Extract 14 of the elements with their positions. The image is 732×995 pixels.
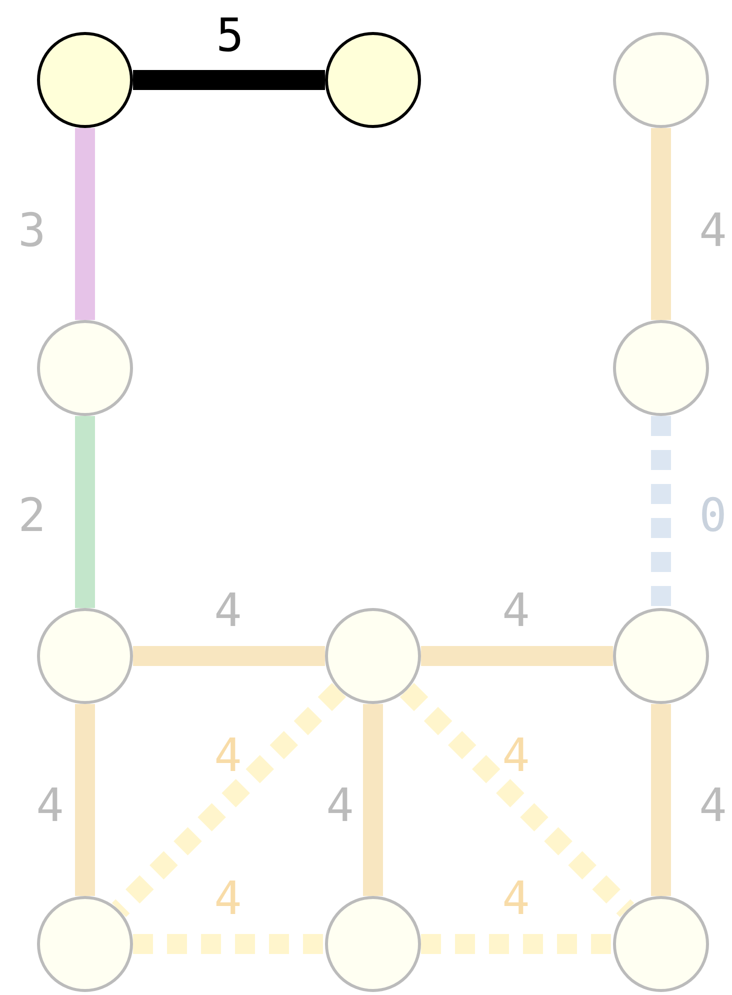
dashed-edge [400,682,634,918]
dashed-edge [112,682,346,918]
edge-line [421,646,613,666]
edge-line [363,704,383,896]
dashed-edge [421,934,613,954]
edge-line [651,128,671,320]
edge-line [651,704,671,896]
edge-line [75,704,95,896]
dashed-edge [651,416,671,608]
dashed-edge [133,934,325,954]
edge-line [75,416,95,608]
edge-line [75,128,95,320]
edge-line [133,646,325,666]
edge-line [133,70,325,90]
